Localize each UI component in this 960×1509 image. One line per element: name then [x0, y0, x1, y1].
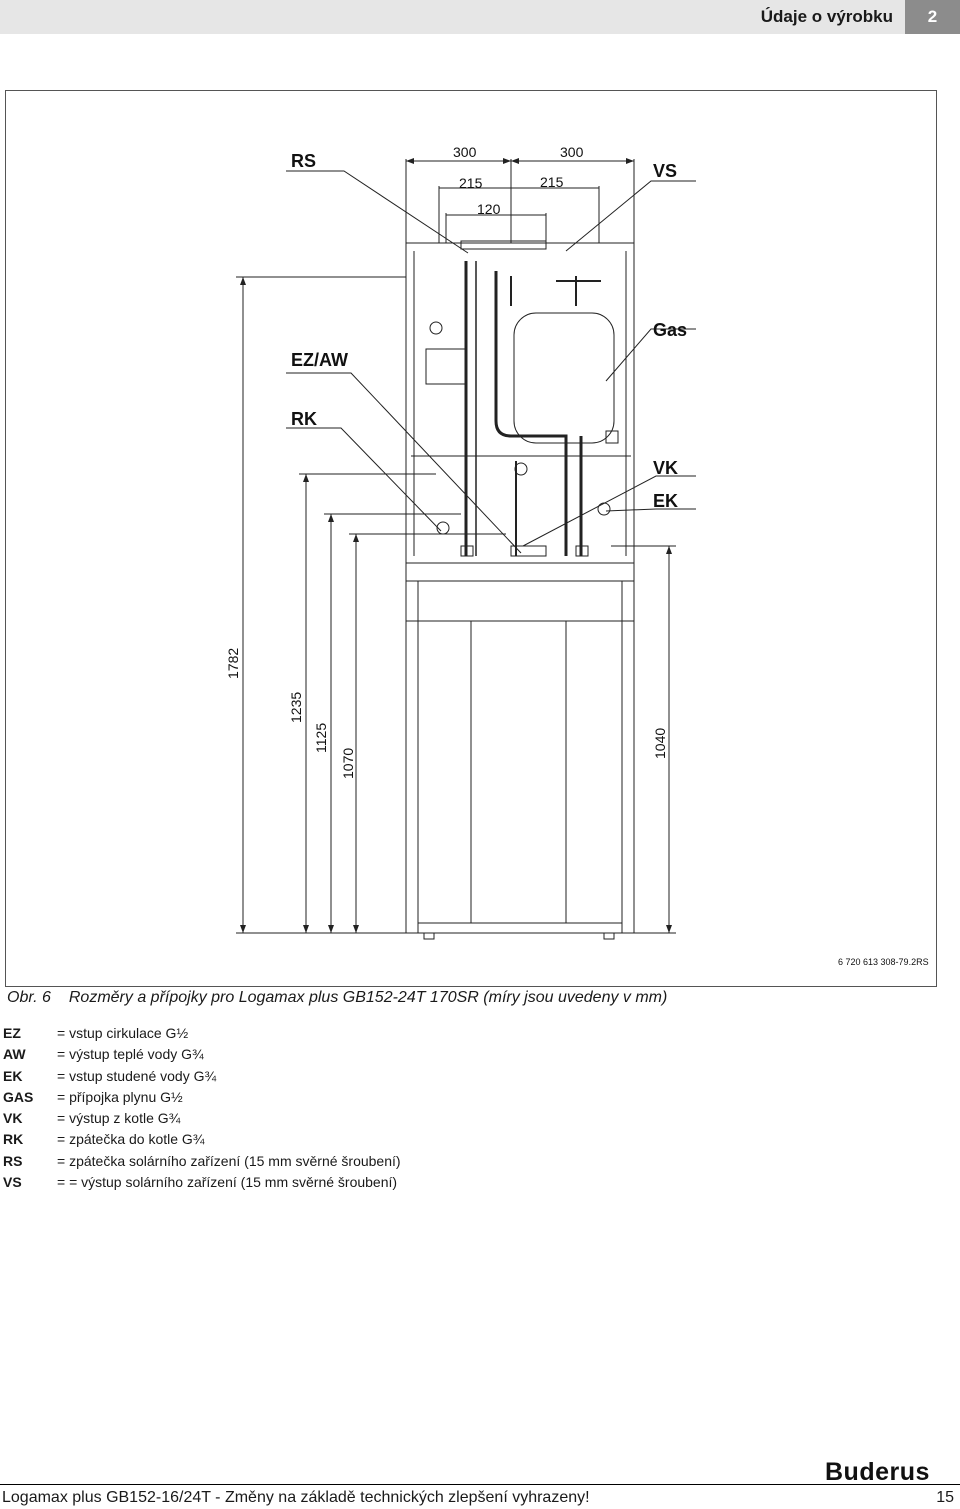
chapter-number: 2 — [905, 0, 960, 34]
ek-fitting — [597, 502, 611, 516]
legend-text: = přípojka plynu G½ — [57, 1088, 183, 1105]
legend-text: = vstup cirkulace G½ — [57, 1025, 189, 1041]
label-vs: VS — [653, 161, 677, 181]
legend-text: = zpátečka solárního zařízení (15 mm svě… — [57, 1152, 401, 1169]
legend-code: EK — [3, 1067, 23, 1084]
dim-1125: 1125 — [313, 723, 329, 753]
figure-code: 6 720 613 308-79.2RS — [838, 957, 929, 967]
dim-1070: 1070 — [340, 748, 356, 779]
header-bar — [0, 0, 905, 34]
legend-item: RS = zpátečka solárního zařízení (15 mm s… — [3, 1151, 401, 1172]
legend-item: EZ = vstup cirkulace G½ — [3, 1023, 401, 1044]
legend-list: EZ = vstup cirkulace G½ AW = výstup teplé … — [3, 1023, 401, 1193]
legend-text: = = výstup solárního zařízení (15 mm svě… — [57, 1174, 398, 1191]
footer-rule — [0, 1484, 960, 1485]
dim-215-left: 215 — [459, 175, 483, 191]
legend-item: EK = vstup studené vody G¾ — [3, 1066, 401, 1087]
legend-code: GAS — [3, 1088, 34, 1105]
dim-1235: 1235 — [288, 692, 304, 723]
legend-item: VK = výstup z kotle G¾ — [3, 1108, 401, 1129]
dimension-drawing: RS VS Gas EZ/AW RK VK EK 300 300 215 215… — [225, 144, 929, 967]
figure-caption-text: Rozměry a přípojky pro Logamax plus GB15… — [68, 989, 668, 1006]
legend-text: = zpátečka do kotle G¾ — [57, 1131, 205, 1148]
label-rk: RK — [291, 409, 317, 429]
legend-code: VK — [3, 1110, 23, 1127]
legend-item: RK = zpátečka do kotle G¾ — [3, 1129, 401, 1150]
legend-code: AW — [3, 1046, 26, 1063]
legend-code: RS — [3, 1152, 23, 1169]
label-ez-aw: EZ/AW — [291, 350, 348, 370]
figure-number: Obr. 6 — [7, 989, 51, 1006]
label-vk: VK — [653, 458, 678, 478]
label-gas: Gas — [653, 320, 687, 340]
legend-item: GAS = přípojka plynu G½ — [3, 1087, 401, 1108]
label-ek: EK — [653, 491, 678, 511]
page-header: Údaje o výrobku 2 — [0, 0, 960, 34]
legend-item: VS = = výstup solárního zařízení (15 mm s… — [3, 1172, 401, 1193]
legend-code: EZ — [3, 1025, 21, 1041]
legend-code: RK — [3, 1131, 24, 1148]
page-number: 15 — [936, 1489, 954, 1506]
footer-text: Logamax plus GB152-16/24T - Změny na zák… — [2, 1489, 590, 1506]
dim-300-right: 300 — [560, 144, 584, 160]
dim-1040: 1040 — [652, 728, 668, 759]
legend-text: = výstup teplé vody G¾ — [57, 1046, 204, 1063]
legend-text: = výstup z kotle G¾ — [57, 1110, 181, 1127]
pump-block — [425, 348, 467, 385]
expansion-vessel — [513, 312, 615, 444]
technical-drawing: RS VS Gas EZ/AW RK VK EK 300 300 215 215… — [5, 90, 937, 987]
unit-outline — [405, 242, 635, 934]
header-title: Údaje o výrobku — [760, 7, 893, 26]
label-rs: RS — [291, 151, 316, 171]
legend-item: AW = výstup teplé vody G¾ — [3, 1044, 401, 1065]
dim-1782: 1782 — [225, 648, 241, 679]
dim-300-left: 300 — [453, 144, 477, 160]
figure-caption: Obr. 6 Rozměry a přípojky pro Logamax plu… — [7, 989, 667, 1007]
legend-text: = vstup studené vody G¾ — [57, 1067, 217, 1084]
dim-215-right: 215 — [540, 174, 564, 190]
buderus-logo: Buderus — [825, 1458, 930, 1486]
dim-120: 120 — [477, 201, 501, 217]
legend-code: VS — [3, 1174, 22, 1191]
rk-fitting — [436, 521, 450, 535]
